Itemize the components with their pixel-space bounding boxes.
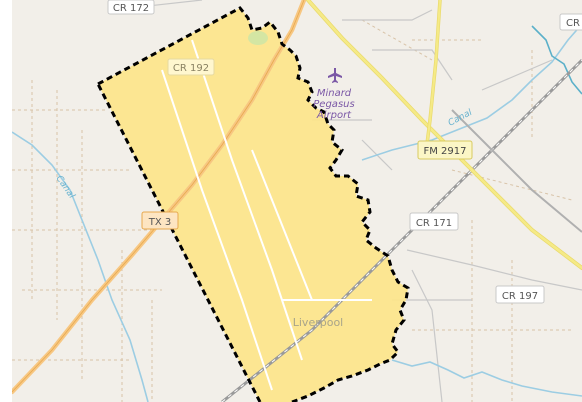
airport-label-line3: Airport [316,110,352,121]
farm-roads [306,0,582,270]
shield-cr192[interactable]: CR 192 [167,58,215,76]
shield-cr-edge-label: CR [566,18,580,29]
shield-cr192-label: CR 192 [173,63,209,74]
county-roads [161,39,372,391]
shield-cr197-label: CR 197 [502,291,538,302]
shield-cr-edge[interactable]: CR [559,13,582,31]
field-tracks [12,19,573,402]
shield-tx-label: TX 3 [148,217,172,228]
shield-cr171[interactable]: CR 171 [409,212,459,231]
park-patch [248,31,268,45]
shield-cr171-label: CR 171 [416,218,452,229]
canals [12,23,582,402]
shield-cr172[interactable]: CR 172 [107,0,155,15]
map-canvas[interactable]: CR 172 CR CR 192 TX 3 FM 2917 CR 171 CR … [12,0,582,402]
state-highway-casing [12,0,305,393]
airport-plane-icon[interactable] [328,68,342,83]
town-label-liverpool[interactable]: Liverpool [293,316,343,329]
shield-cr172-label: CR 172 [113,3,149,14]
airport-label-line1: Minard [317,88,352,99]
airport-label-line2: Pegasus [313,99,354,110]
city-boundary-area[interactable] [98,8,408,402]
shield-cr197[interactable]: CR 197 [495,285,545,304]
shield-tx[interactable]: TX 3 [141,211,179,230]
shield-fm2917-label: FM 2917 [423,146,466,157]
city-boundary-outline [96,6,410,402]
river-right [531,25,582,95]
map-view[interactable]: CR 172 CR CR 192 TX 3 FM 2917 CR 171 CR … [12,0,582,402]
shield-fm2917[interactable]: FM 2917 [417,140,473,160]
